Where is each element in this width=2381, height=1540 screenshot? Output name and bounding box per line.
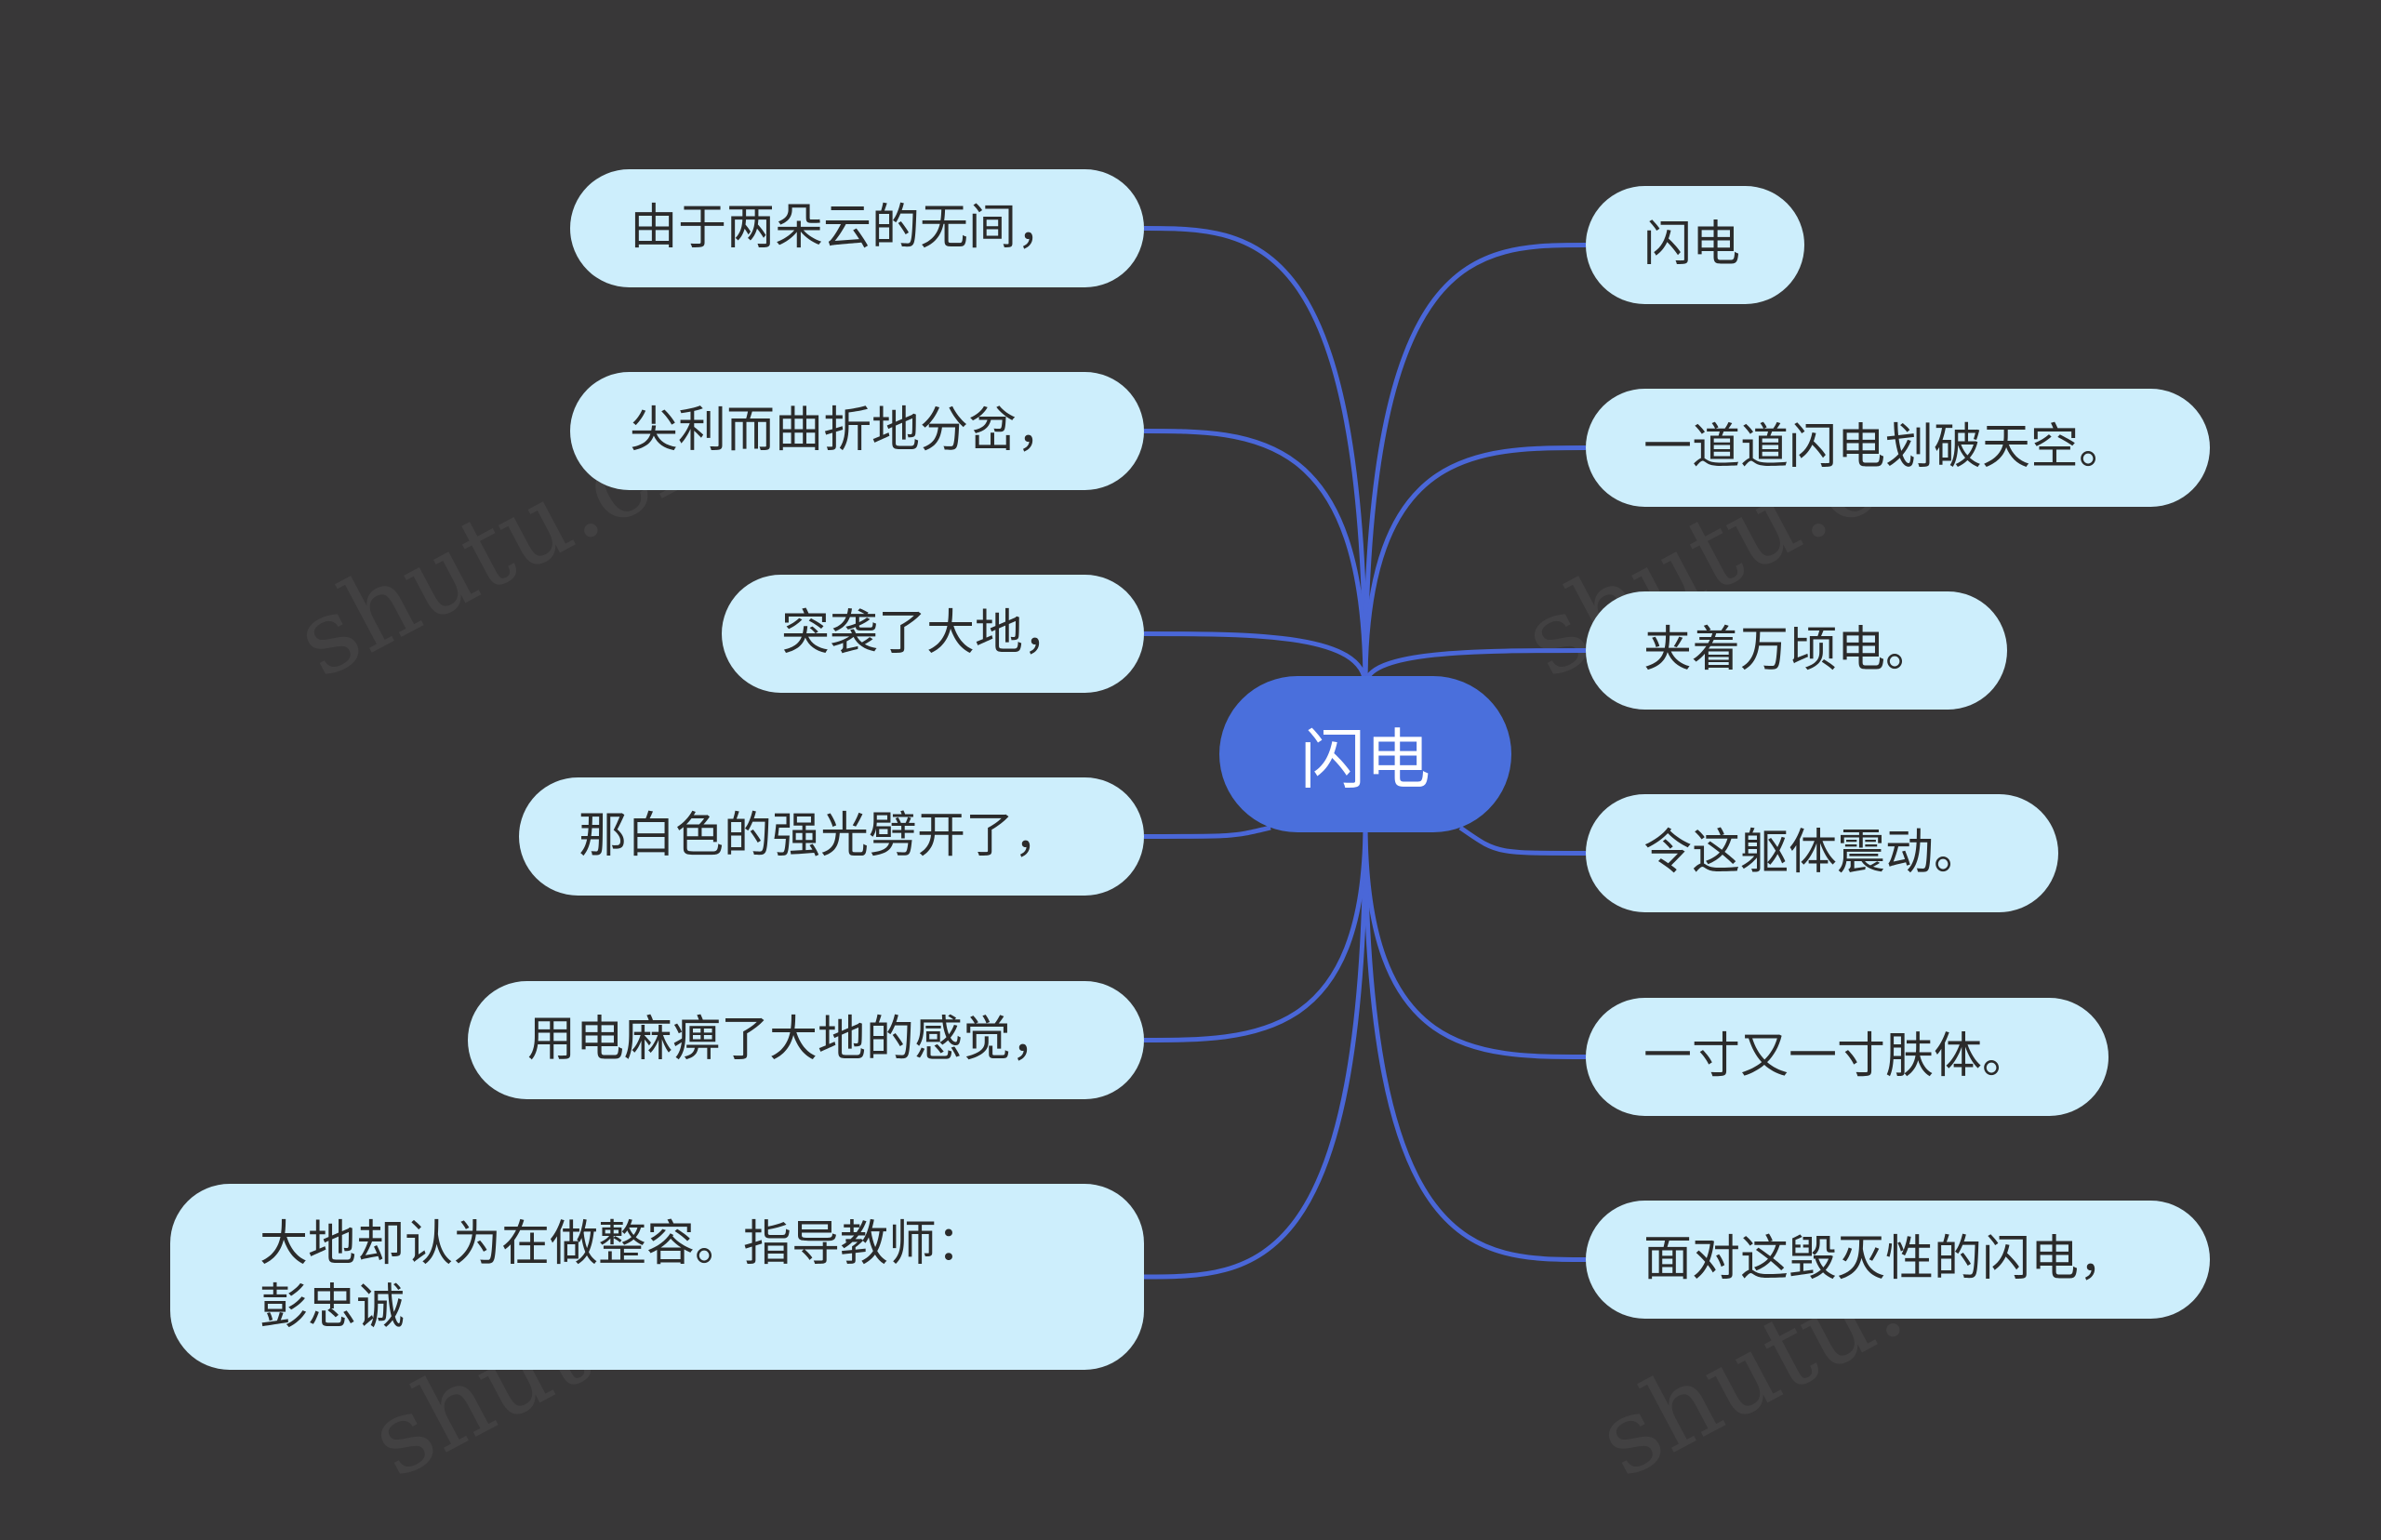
right-node-6[interactable]: 面对这毁灭性的闪电， bbox=[1586, 1201, 2210, 1319]
root-label: 闪电 bbox=[1300, 721, 1430, 798]
node-label: 闪电 bbox=[1643, 216, 1741, 272]
node-label: 一道道闪电划破天空。 bbox=[1643, 418, 2128, 475]
right-connector-6 bbox=[1363, 822, 1587, 1262]
left-connector-6 bbox=[1143, 822, 1368, 1280]
left-connector-3 bbox=[1143, 631, 1368, 686]
node-label: 由于两朵云的无间， bbox=[630, 199, 1066, 256]
left-node-4[interactable]: 那白色的强光劈开了， bbox=[519, 777, 1144, 896]
left-node-1[interactable]: 由于两朵云的无间， bbox=[570, 169, 1144, 287]
right-connector-4 bbox=[1458, 825, 1587, 856]
node-label: 大地却认为在做整容。指导教师： 彭忠诚 bbox=[259, 1216, 986, 1335]
right-connector-2 bbox=[1363, 445, 1587, 686]
right-connector-5 bbox=[1363, 822, 1587, 1059]
right-node-3[interactable]: 夹着万顷电。 bbox=[1586, 591, 2007, 710]
left-node-3[interactable]: 突袭了大地， bbox=[722, 575, 1144, 693]
node-label: 令这躯体震动。 bbox=[1643, 824, 1983, 881]
node-label: 尖利而曲折地分岔， bbox=[630, 402, 1066, 458]
left-connector-5 bbox=[1143, 822, 1368, 1042]
node-label: 夹着万顷电。 bbox=[1643, 621, 1935, 678]
node-label: 那白色的强光劈开了， bbox=[579, 807, 1063, 864]
right-node-4[interactable]: 令这躯体震动。 bbox=[1586, 794, 2058, 912]
right-connector-3 bbox=[1363, 648, 1587, 686]
node-label: 突袭了大地， bbox=[781, 604, 1072, 661]
left-node-2[interactable]: 尖利而曲折地分岔， bbox=[570, 372, 1144, 490]
left-connector-2 bbox=[1143, 429, 1368, 686]
node-label: 一寸又一寸肤体。 bbox=[1643, 1028, 2031, 1084]
left-connector-4 bbox=[1143, 825, 1271, 839]
left-connector-1 bbox=[1143, 226, 1368, 686]
left-node-6[interactable]: 大地却认为在做整容。指导教师： 彭忠诚 bbox=[170, 1184, 1144, 1370]
node-label: 用电麻痹了大地的感觉， bbox=[527, 1011, 1060, 1068]
right-node-2[interactable]: 一道道闪电划破天空。 bbox=[1586, 389, 2210, 507]
right-node-5[interactable]: 一寸又一寸肤体。 bbox=[1586, 998, 2108, 1116]
root-node[interactable]: 闪电 bbox=[1219, 676, 1511, 832]
right-node-1[interactable]: 闪电 bbox=[1586, 186, 1804, 304]
left-node-5[interactable]: 用电麻痹了大地的感觉， bbox=[468, 981, 1144, 1099]
node-label: 面对这毁灭性的闪电， bbox=[1643, 1230, 2128, 1287]
right-connector-1 bbox=[1363, 243, 1587, 686]
